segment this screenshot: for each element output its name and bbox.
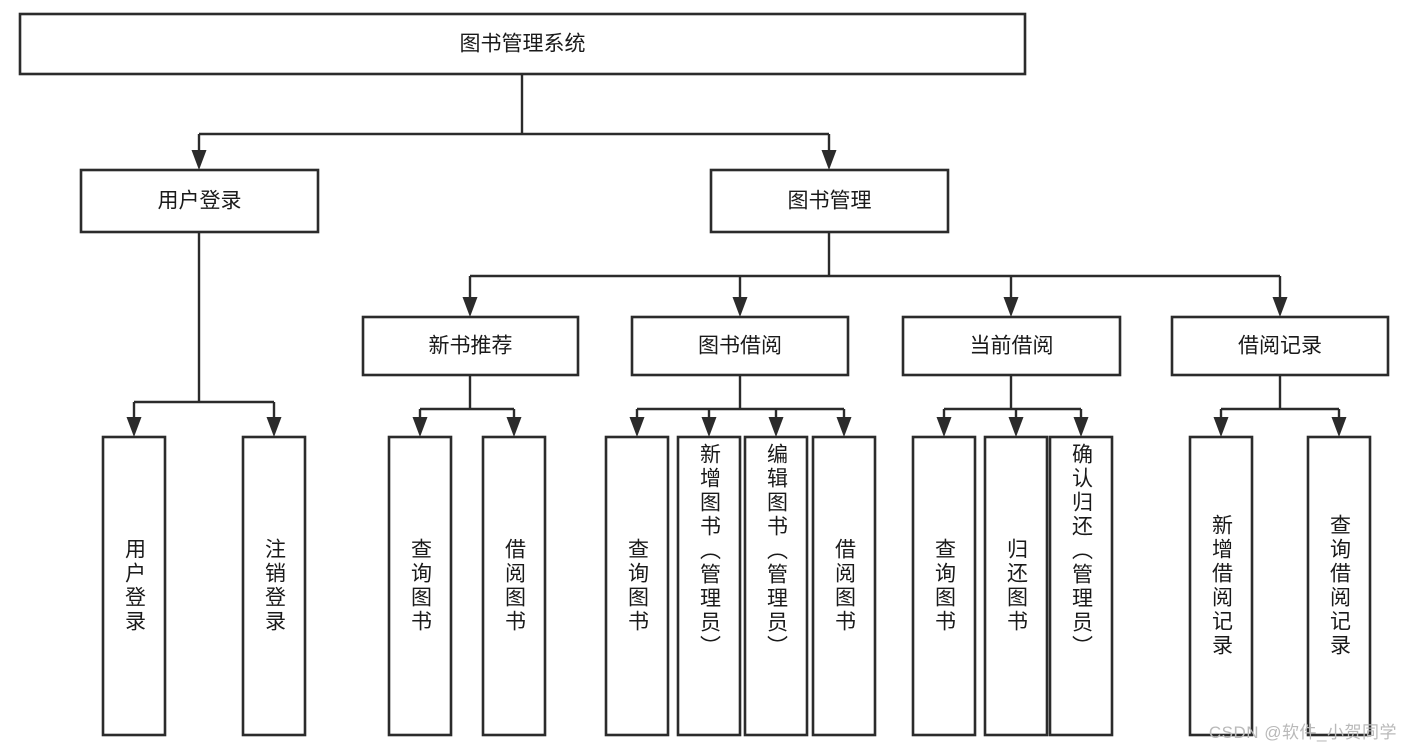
node-box-leaf-borrow-book-2 (811, 435, 877, 737)
node-box-book-manage (709, 168, 950, 234)
connector-arrowhead (1008, 417, 1024, 437)
node-box-new-book-recommend (361, 315, 580, 377)
connector-arrowhead (1073, 417, 1089, 437)
connector-arrowhead (1213, 417, 1229, 437)
connector-group-bookborrow-to-leaves (629, 375, 852, 437)
connector-group-level2-to-level3 (462, 232, 1288, 317)
node-box-root (18, 12, 1027, 76)
connector-group-root-to-level2 (191, 74, 837, 170)
connector-arrowhead (1331, 417, 1347, 437)
node-label-book-manage: 图书管理 (788, 190, 872, 213)
node-box-leaf-add-book (676, 435, 742, 737)
node-box-leaf-user-login (101, 435, 167, 737)
connector-arrowhead (506, 417, 522, 437)
connector-group-newbook-to-leaves (412, 375, 522, 437)
node-label-new-book-recommend: 新书推荐 (429, 335, 513, 358)
connector-arrowhead (191, 150, 207, 170)
connector-arrowhead (732, 297, 748, 317)
node-box-leaf-query-book-3 (911, 435, 977, 737)
node-boxes-layer (18, 12, 1390, 737)
node-box-leaf-edit-book (743, 435, 809, 737)
node-label-borrow-record: 借阅记录 (1238, 335, 1322, 358)
connector-arrowhead (412, 417, 428, 437)
node-box-leaf-query-book-2 (604, 435, 670, 737)
connector-arrowhead (1272, 297, 1288, 317)
connectors-layer (126, 74, 1347, 437)
node-box-leaf-confirm-return (1048, 435, 1114, 737)
connector-arrowhead (1003, 297, 1019, 317)
node-label-current-borrow: 当前借阅 (970, 335, 1054, 358)
node-label-root: 图书管理系统 (460, 33, 586, 56)
node-box-leaf-query-book-1 (387, 435, 453, 737)
connector-arrowhead (629, 417, 645, 437)
connector-arrowhead (701, 417, 717, 437)
node-box-user-login (79, 168, 320, 234)
node-box-leaf-borrow-book-1 (481, 435, 547, 737)
connector-group-currentborrow-to-leaves (936, 375, 1089, 437)
node-box-leaf-query-record (1306, 435, 1372, 737)
node-label-book-borrow: 图书借阅 (698, 335, 782, 358)
connector-arrowhead (126, 417, 142, 437)
node-box-leaf-logout (241, 435, 307, 737)
connector-arrowhead (936, 417, 952, 437)
connector-arrowhead (462, 297, 478, 317)
csdn-watermark: CSDN @软件_小贺同学 (1208, 723, 1397, 742)
node-box-leaf-add-record (1188, 435, 1254, 737)
connector-arrowhead (821, 150, 837, 170)
connector-group-userlogin-to-leaves (126, 232, 282, 437)
node-box-leaf-return-book (983, 435, 1049, 737)
connector-arrowhead (266, 417, 282, 437)
connector-arrowhead (836, 417, 852, 437)
connector-arrowhead (768, 417, 784, 437)
node-label-user-login: 用户登录 (158, 190, 242, 213)
node-box-book-borrow (630, 315, 850, 377)
node-box-current-borrow (901, 315, 1122, 377)
connector-group-borrowrecord-to-leaves (1213, 375, 1347, 437)
node-box-borrow-record (1170, 315, 1390, 377)
